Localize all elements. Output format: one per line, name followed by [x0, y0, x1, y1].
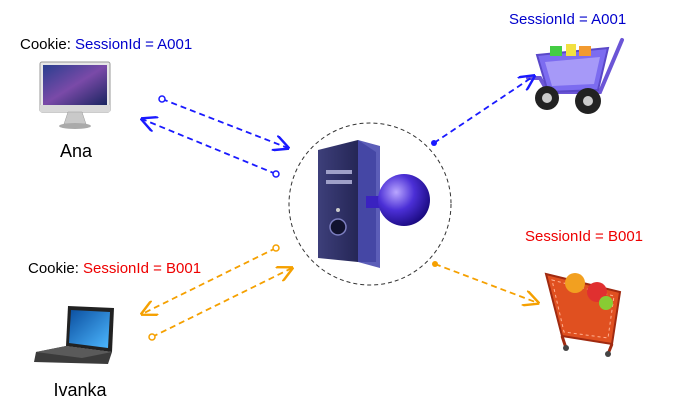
- ana-cookie-session: SessionId = A001: [75, 36, 193, 53]
- arrow-server-to-ana: [142, 119, 277, 175]
- ivanka-name: Ivanka: [53, 380, 107, 400]
- ivanka-cookie-label: Cookie: SessionId = B001: [28, 260, 201, 278]
- ivanka-cookie-session: SessionId = B001: [83, 260, 202, 277]
- arrow-server-to-cart-a: [433, 76, 534, 144]
- arrow-ana-to-server: [161, 98, 288, 148]
- ana-name: Ana: [59, 141, 93, 161]
- flow-arrows: [142, 76, 538, 341]
- laptop-icon: [34, 306, 114, 364]
- ana-cookie-label: Cookie: SessionId = A001: [20, 36, 192, 54]
- arrow-server-to-ivanka: [142, 247, 277, 314]
- server-with-key-icon: [318, 140, 430, 268]
- cart-b-session-label: SessionId = B001: [525, 228, 644, 245]
- ivanka-cookie-prefix: Cookie:: [28, 260, 84, 277]
- arrow-ivanka-to-server: [151, 268, 292, 338]
- imac-icon: [39, 61, 111, 129]
- ana-cookie-prefix: Cookie:: [20, 36, 76, 53]
- arrow-server-to-cart-b: [434, 263, 538, 303]
- cart-a-session-label: SessionId = A001: [509, 11, 627, 28]
- purple-shopping-cart-icon: [526, 38, 624, 114]
- red-basket-icon: [544, 272, 622, 357]
- server-boundary-circle: [288, 122, 452, 286]
